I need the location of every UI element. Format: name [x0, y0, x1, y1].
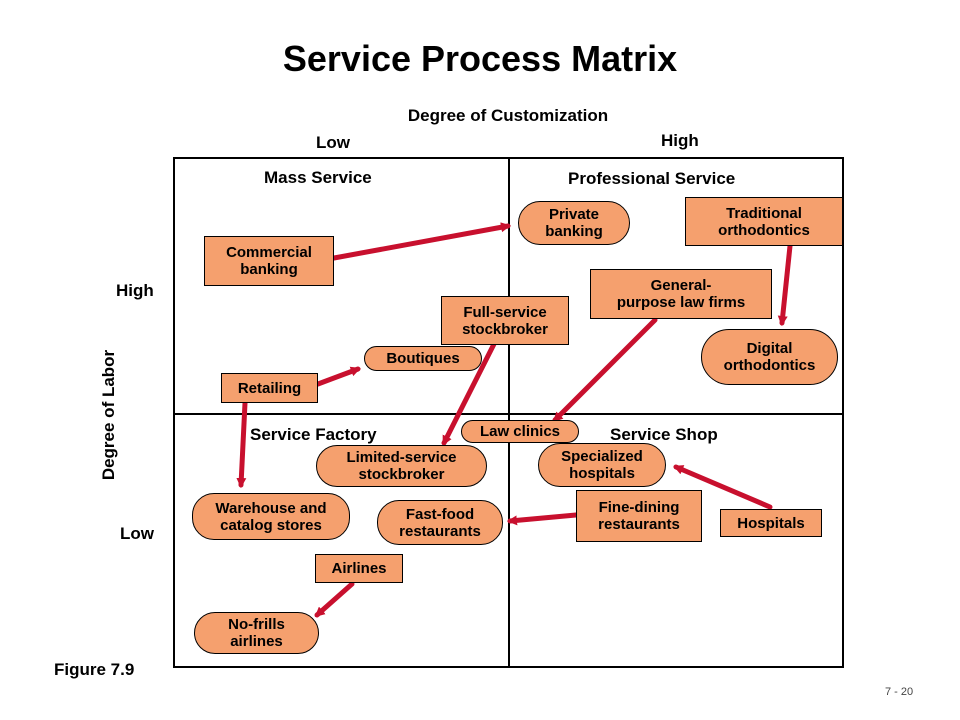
- node-private-banking: Private banking: [518, 201, 630, 245]
- figure-label: Figure 7.9: [54, 660, 135, 679]
- quadrant-service-factory: Service Factory: [250, 425, 377, 444]
- arrow-airlines-to-no-frills: [314, 581, 355, 618]
- x-axis-high-label: High: [661, 131, 699, 150]
- arrow-fine-dining-to-fast-food: [507, 512, 579, 526]
- node-no-frills-airlines: No-frills airlines: [194, 612, 319, 654]
- matrix-vertical-divider: [508, 157, 510, 668]
- node-digital-orthodontics: Digital orthodontics: [701, 329, 838, 385]
- node-warehouse-catalog-stores: Warehouse and catalog stores: [192, 493, 350, 540]
- node-traditional-orthodontics: Traditional orthodontics: [685, 197, 843, 246]
- node-fast-food-restaurants: Fast-food restaurants: [377, 500, 503, 545]
- page-title: Service Process Matrix: [282, 38, 678, 79]
- node-hospitals: Hospitals: [720, 509, 822, 537]
- arrow-general-law-to-law-clinics: [552, 317, 658, 423]
- arrow-hospitals-to-specialized: [673, 464, 773, 510]
- x-axis-low-label: Low: [316, 133, 350, 152]
- page-number: 7 - 20: [885, 686, 914, 698]
- node-boutiques: Boutiques: [364, 346, 482, 371]
- x-axis-title: Degree of Customization: [407, 106, 609, 125]
- node-commercial-banking: Commercial banking: [204, 236, 334, 286]
- quadrant-mass-service: Mass Service: [264, 168, 372, 187]
- arrow-retailing-to-warehouse: [236, 400, 248, 488]
- node-airlines: Airlines: [315, 554, 403, 583]
- arrow-traditional-to-digital-ortho: [777, 243, 793, 326]
- node-fine-dining-restaurants: Fine-dining restaurants: [576, 490, 702, 542]
- node-law-clinics: Law clinics: [461, 420, 579, 443]
- node-general-purpose-law-firms: General- purpose law firms: [590, 269, 772, 319]
- arrow-full-service-to-limited: [441, 341, 497, 446]
- node-retailing: Retailing: [221, 373, 318, 403]
- quadrant-service-shop: Service Shop: [610, 425, 718, 444]
- node-full-service-stockbroker: Full-service stockbroker: [441, 296, 569, 345]
- arrow-retailing-to-boutiques: [315, 366, 361, 387]
- y-axis-high-label: High: [116, 281, 154, 300]
- quadrant-professional-service: Professional Service: [568, 169, 736, 188]
- matrix-horizontal-divider: [173, 413, 844, 415]
- node-limited-service-stockbroker: Limited-service stockbroker: [316, 445, 487, 487]
- node-specialized-hospitals: Specialized hospitals: [538, 443, 666, 487]
- y-axis-low-label: Low: [120, 524, 154, 543]
- arrow-commercial-to-private: [331, 222, 511, 261]
